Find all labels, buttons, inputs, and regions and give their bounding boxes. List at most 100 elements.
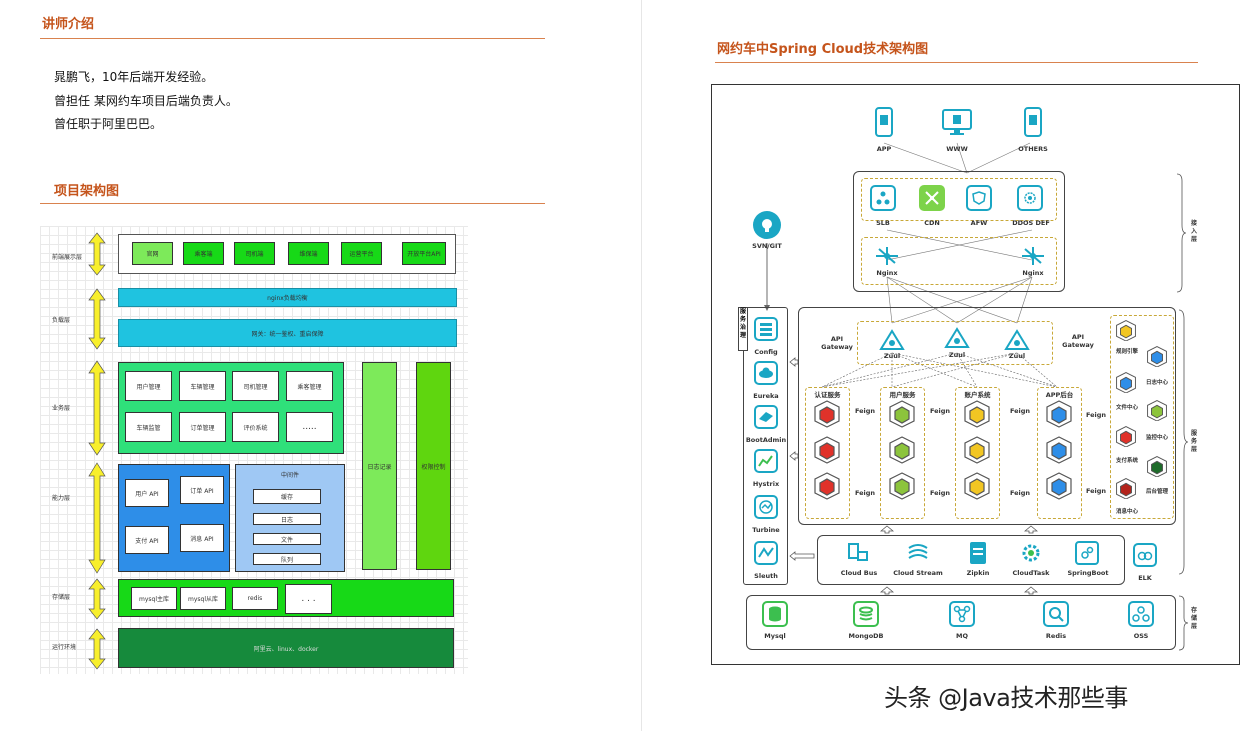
svn-git-label: SVN/GIT xyxy=(752,242,782,250)
firewall-icon xyxy=(966,185,992,211)
nginx-label: Nginx xyxy=(876,269,898,277)
api-gateway-label: API Gateway xyxy=(1062,333,1094,349)
feign-label: Feign xyxy=(929,407,951,415)
config-icon xyxy=(754,317,778,341)
storage-layer-box xyxy=(746,595,1176,650)
double-arrow-icon xyxy=(88,578,106,620)
zipkin-document-icon xyxy=(970,542,986,564)
mysql-database-icon xyxy=(762,601,788,627)
ddos-defense-icon xyxy=(1017,185,1043,211)
service-cube-icon xyxy=(1147,456,1167,477)
business-item: 司机管理 xyxy=(232,371,279,401)
service-cube-icon xyxy=(1116,478,1136,499)
eureka-cloud-icon xyxy=(754,361,778,385)
feign-label: Feign xyxy=(1085,487,1107,495)
client-label: WWW xyxy=(946,145,968,153)
frontend-item: 维保端 xyxy=(288,242,329,265)
storage-item: . . . xyxy=(285,584,332,614)
tool-label: Cloud Stream xyxy=(893,569,943,577)
service-cube-icon xyxy=(889,400,915,500)
feign-label: Feign xyxy=(929,489,951,497)
layer-label-storage: 存储层 xyxy=(52,594,71,601)
access-services-group xyxy=(861,178,1057,221)
access-label: CDN xyxy=(924,219,940,227)
arrow-up-icon xyxy=(1024,525,1038,534)
side-service-label: 消息中心 xyxy=(1115,509,1138,515)
nginx-router-icon xyxy=(876,247,898,265)
spring-cloud-arch-title: 网约车中Spring Cloud技术架构图 xyxy=(717,42,929,57)
frontend-item: 官网 xyxy=(132,242,173,265)
capability-item: 支付 API xyxy=(125,526,169,554)
nginx-router-icon xyxy=(1022,247,1044,265)
service-column xyxy=(805,387,850,519)
turbine-icon xyxy=(754,495,778,519)
arrow-up-icon xyxy=(880,525,894,534)
layer-label-capability: 能力层 xyxy=(52,495,71,502)
phone-icon xyxy=(875,107,893,137)
business-item: 乘客管理 xyxy=(286,371,333,401)
nginx-label: Nginx xyxy=(1022,269,1044,277)
redis-search-icon xyxy=(1043,601,1069,627)
business-item: 车辆管理 xyxy=(179,371,226,401)
storage-label: Redis xyxy=(1045,632,1067,640)
service-cube-icon xyxy=(1147,346,1167,367)
spring-cloud-architecture-diagram: APP WWW OTHERS SLB CDN AFW DDOS DEF Ngin… xyxy=(711,84,1240,665)
storage-label: Mysql xyxy=(764,632,786,640)
service-label: 账户系统 xyxy=(964,391,991,399)
project-architecture-diagram: 前端展示层 负载层 业务层 能力层 存储层 运行环境 官网 乘客端 司机端 维保… xyxy=(40,226,468,674)
zuul-label: Zuul xyxy=(948,351,966,359)
api-gateway-group xyxy=(857,321,1053,365)
tools-box xyxy=(817,535,1125,585)
zuul-label: Zuul xyxy=(1008,352,1026,360)
side-service-label: 规则引擎 xyxy=(1115,349,1138,355)
governance-tool-label: Config xyxy=(754,348,778,356)
business-item: ..... xyxy=(286,412,333,442)
arrow-up-icon xyxy=(880,586,894,595)
double-arrow-icon xyxy=(88,360,106,456)
service-cube-icon xyxy=(1116,320,1136,341)
layer-brace xyxy=(1178,595,1188,651)
bio-line: 晁鹏飞，10年后端开发经验。 xyxy=(54,70,214,84)
sleuth-icon xyxy=(754,541,778,565)
frontend-item: 乘客端 xyxy=(183,242,224,265)
cloud-bus-icon xyxy=(848,543,868,561)
side-services-group xyxy=(1110,315,1174,519)
section-rule xyxy=(40,38,545,39)
double-arrow-icon xyxy=(88,628,106,670)
monitor-icon xyxy=(942,109,972,135)
zuul-router-icon xyxy=(879,329,905,350)
zuul-label: Zuul xyxy=(883,352,901,360)
side-service-label: 支付系统 xyxy=(1115,458,1138,464)
feign-label: Feign xyxy=(854,407,876,415)
frontend-item: 司机端 xyxy=(234,242,275,265)
governance-tool-label: Eureka xyxy=(753,392,779,400)
bio-line: 曾任职于阿里巴巴。 xyxy=(54,117,163,131)
bio-line: 曾担任 某网约车项目后端负责人。 xyxy=(54,93,238,108)
page-divider xyxy=(641,0,642,731)
storage-layer-label: 存储层 xyxy=(1190,607,1197,630)
instructor-title: 讲师介绍 xyxy=(42,17,95,32)
governance-tool-label: Turbine xyxy=(752,526,780,534)
mobile-device-icon xyxy=(1024,107,1042,137)
double-arrow-icon xyxy=(88,232,106,276)
service-label: 认证服务 xyxy=(814,391,841,399)
slb-icon xyxy=(870,185,896,211)
oss-storage-icon xyxy=(1128,601,1154,627)
layer-label-runtime: 运行环境 xyxy=(52,644,77,651)
client-label: OTHERS xyxy=(1018,145,1048,153)
tool-label: Zipkin xyxy=(966,569,990,577)
mq-network-icon xyxy=(949,601,975,627)
tool-label: Cloud Bus xyxy=(840,569,878,577)
hystrix-chart-icon xyxy=(754,449,778,473)
business-item: 订单管理 xyxy=(179,412,226,442)
storage-label: MQ xyxy=(956,632,968,640)
nginx-group xyxy=(861,237,1057,285)
double-arrow-icon xyxy=(88,462,106,574)
storage-label: MongoDB xyxy=(848,632,884,640)
service-layer-label: 服务层 xyxy=(1190,430,1197,453)
section-rule xyxy=(715,62,1198,63)
side-service-label: 后台管理 xyxy=(1145,489,1168,495)
service-label: 用户服务 xyxy=(889,391,916,399)
elk-icon xyxy=(1133,543,1157,567)
service-cube-icon xyxy=(1116,426,1136,447)
